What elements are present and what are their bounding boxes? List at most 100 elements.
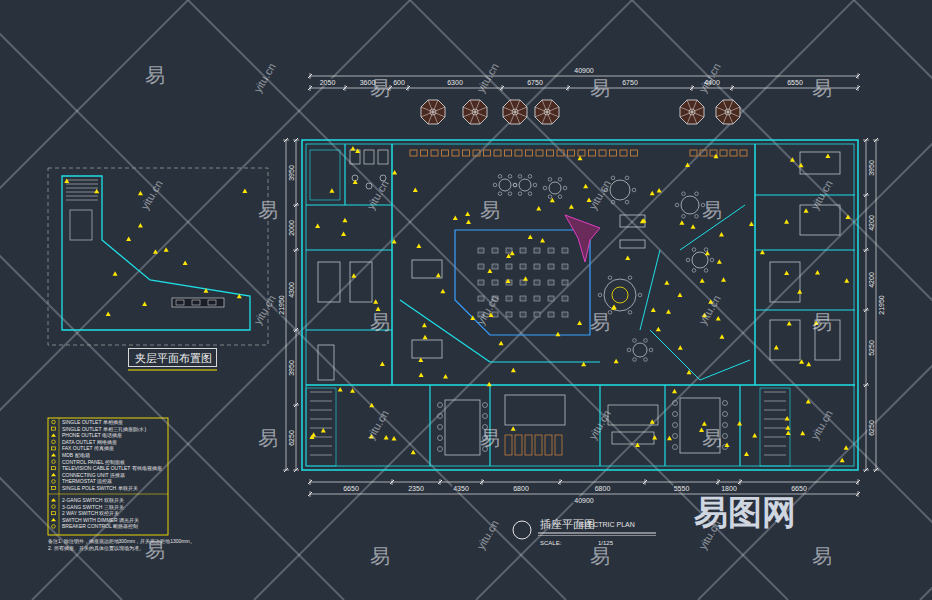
outlet-symbol (651, 308, 656, 313)
line (764, 410, 786, 411)
legend-glyph (51, 433, 56, 436)
circle-shape (723, 434, 728, 439)
rect-shape (534, 312, 540, 317)
watermark-text: 易 (590, 78, 610, 98)
outlet-symbol (844, 278, 849, 283)
circle-shape (548, 195, 552, 199)
circle-shape (692, 269, 696, 273)
line (284, 468, 288, 472)
line (866, 140, 867, 470)
legend-symbol (52, 512, 56, 515)
legend-table (48, 418, 168, 535)
circle-shape (438, 447, 443, 452)
line (463, 107, 487, 117)
circle-shape (518, 175, 522, 179)
line (764, 419, 786, 420)
outlet-symbol (625, 256, 630, 261)
watermark-text: 易 (590, 546, 610, 566)
rect-shape (620, 240, 645, 248)
line (294, 403, 298, 407)
circle-shape (704, 248, 708, 252)
line (764, 455, 786, 456)
circle-shape (52, 460, 56, 464)
legend-text: PHONE OUTLET 电话插座 (62, 433, 122, 438)
rect-shape (520, 248, 526, 253)
line (503, 107, 527, 117)
circle-shape (673, 401, 678, 406)
line (700, 360, 750, 380)
legend-symbol (52, 487, 56, 490)
line (730, 86, 734, 90)
outlet-symbol (376, 307, 381, 312)
line (680, 107, 704, 117)
dimension-text: 4350 (452, 485, 470, 492)
outlet-symbol (510, 251, 515, 256)
outlet-symbol (64, 178, 69, 183)
outlet-symbol (799, 163, 804, 168)
circle-shape (627, 348, 631, 352)
rect-shape (378, 150, 388, 164)
circle-shape (472, 109, 478, 115)
watermark-text: 易 (480, 428, 500, 448)
line (874, 468, 878, 472)
plan-title-box: 夹层平面布置图 (128, 348, 217, 367)
outlet-symbol (350, 388, 355, 393)
circle-shape (52, 505, 56, 509)
dimension-text: 6650 (342, 485, 360, 492)
outlet-symbol (321, 428, 326, 433)
line (0, 0, 410, 600)
circle-shape (499, 179, 511, 191)
rect-shape (506, 296, 512, 301)
line (421, 107, 445, 117)
line (503, 107, 527, 117)
outlet-symbol (126, 237, 131, 242)
outlet-symbol (392, 239, 397, 244)
rect-shape (421, 150, 428, 156)
line (284, 138, 288, 142)
line (632, 0, 932, 600)
outlet-symbol (744, 451, 749, 456)
line (738, 480, 742, 484)
dimension-text: 3950 (868, 159, 875, 177)
outlet-symbol (581, 362, 586, 367)
circle-shape (533, 183, 537, 187)
line (32, 0, 632, 600)
line (864, 138, 868, 142)
circle-shape (52, 525, 56, 529)
rect-shape (720, 150, 727, 156)
outlet-symbol (338, 387, 343, 392)
line (920, 0, 932, 600)
rect-shape (492, 248, 498, 253)
dimension-text: 6800 (512, 485, 530, 492)
line (66, 196, 98, 197)
line (310, 410, 332, 411)
outlet-symbol (716, 316, 721, 321)
rect-shape (534, 296, 540, 301)
legend-glyph (51, 498, 56, 501)
outlet-symbol (487, 382, 492, 387)
line (538, 535, 656, 536)
line (856, 86, 860, 90)
outlet-symbol (749, 221, 754, 226)
circle-shape (513, 521, 531, 539)
outlet-symbol (423, 335, 428, 340)
outlet-symbol (583, 184, 588, 189)
legend-symbol (52, 525, 56, 529)
outlet-symbol (353, 179, 358, 184)
outlet-symbol (436, 273, 441, 278)
rect-shape (545, 435, 552, 455)
rect-shape (48, 168, 268, 345)
rect-shape (730, 150, 737, 156)
outlet-symbol (528, 235, 533, 240)
poly-shape (62, 176, 250, 330)
dimension-text: 6300 (446, 79, 464, 86)
watermark-text: 易 (812, 546, 832, 566)
rect-shape (548, 248, 554, 253)
line (308, 86, 312, 90)
circle-shape (633, 358, 637, 362)
outlet-symbol (790, 157, 795, 162)
outlet-symbol (635, 442, 640, 447)
circle-shape (633, 339, 637, 343)
legend-glyph (51, 473, 56, 476)
circle-shape (438, 403, 443, 408)
